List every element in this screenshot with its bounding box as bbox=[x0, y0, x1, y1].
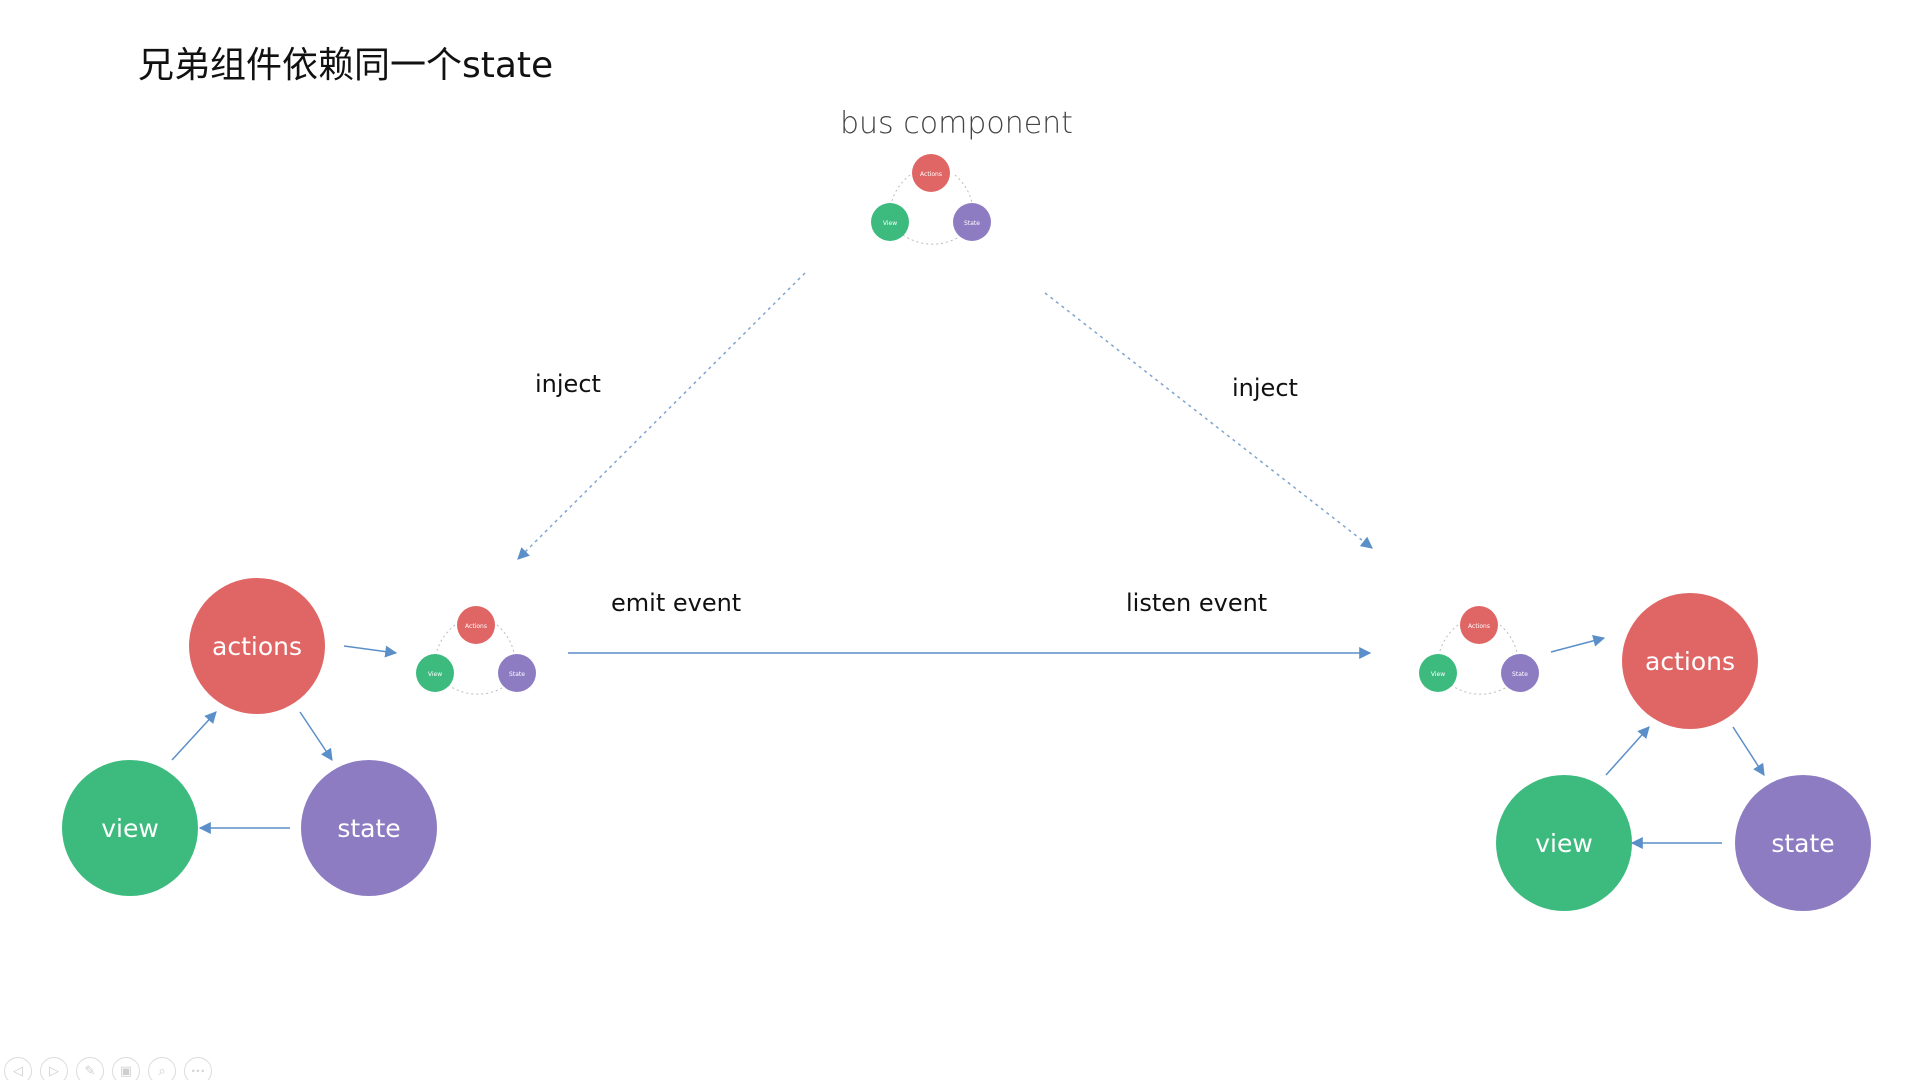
right-mini-arc-left bbox=[1437, 624, 1459, 661]
left-mini-actions-circle bbox=[457, 606, 495, 644]
right-mini-state-label: State bbox=[1512, 671, 1528, 678]
left-mini-state-label: State bbox=[509, 671, 525, 678]
left-state-label: state bbox=[337, 814, 400, 843]
left-state-circle bbox=[301, 760, 437, 896]
inject-left-arrow bbox=[517, 272, 806, 560]
right-view-circle bbox=[1496, 775, 1632, 911]
inject-right-label: inject bbox=[1232, 374, 1298, 402]
bus-actions-circle bbox=[912, 154, 950, 192]
left-actions-label: actions bbox=[212, 632, 302, 661]
listen-event-label: listen event bbox=[1126, 589, 1268, 617]
left-actions-node: actions bbox=[189, 578, 325, 714]
bus-arc-bottom bbox=[902, 234, 963, 245]
left-view-to-actions-arrow bbox=[171, 711, 217, 761]
right-mini-view-label: View bbox=[1431, 671, 1445, 678]
right-actions-to-state-arrow bbox=[1732, 726, 1765, 777]
right-actions-label: actions bbox=[1645, 647, 1735, 676]
bus-state-circle bbox=[953, 203, 991, 241]
right-view-to-actions-arrow bbox=[1605, 726, 1650, 776]
left-view-node: view bbox=[62, 760, 198, 896]
right-state-circle bbox=[1735, 775, 1871, 911]
inject-right-arrow bbox=[1044, 292, 1373, 549]
left-mini-state-circle bbox=[498, 654, 536, 692]
right-mini-actions-circle bbox=[1460, 606, 1498, 644]
zoom-icon[interactable]: ⌕ bbox=[148, 1057, 176, 1080]
slideshow-toolbar: ◁ ▷ ✎ ▣ ⌕ ••• bbox=[4, 1057, 212, 1080]
bus-state-label: State bbox=[964, 220, 980, 227]
more-icon[interactable]: ••• bbox=[184, 1057, 212, 1080]
left-mini-view-circle bbox=[416, 654, 454, 692]
bus-component-title: bus component bbox=[840, 106, 1073, 141]
bus-view-circle bbox=[871, 203, 909, 241]
inject-left-label: inject bbox=[535, 370, 601, 398]
bus-arc-right bbox=[954, 174, 974, 209]
right-mini-view-circle bbox=[1419, 654, 1457, 692]
left-actions-to-state-arrow bbox=[299, 711, 333, 761]
right-view-label: view bbox=[1535, 829, 1593, 858]
right-mini-arc-bottom bbox=[1450, 684, 1511, 695]
right-mini-arc-right bbox=[1499, 624, 1519, 659]
right-mini-to-actions-arrow bbox=[1550, 634, 1606, 653]
left-mini-arc-bottom bbox=[447, 684, 508, 695]
left-mini-arc-right bbox=[496, 624, 516, 659]
left-mini-actions-label: Actions bbox=[465, 623, 487, 630]
left-view-label: view bbox=[101, 814, 159, 843]
right-state-label: state bbox=[1771, 829, 1834, 858]
right-mini-actions-label: Actions bbox=[1468, 623, 1490, 630]
left-actions-to-mini-arrow bbox=[343, 645, 398, 658]
left-actions-circle bbox=[189, 578, 325, 714]
left-state-node: state bbox=[301, 760, 437, 896]
next-icon[interactable]: ▷ bbox=[40, 1057, 68, 1080]
right-mini-state-circle bbox=[1501, 654, 1539, 692]
left-mini-view-label: View bbox=[428, 671, 442, 678]
bus-mini-cycle: Actions View State bbox=[871, 154, 991, 245]
bus-arc-left bbox=[889, 174, 911, 211]
right-actions-node: actions bbox=[1622, 593, 1758, 729]
right-state-node: state bbox=[1735, 775, 1871, 911]
right-view-node: view bbox=[1496, 775, 1632, 911]
bus-actions-label: Actions bbox=[920, 171, 942, 178]
pen-icon[interactable]: ✎ bbox=[76, 1057, 104, 1080]
slide-title: 兄弟组件依赖同一个state bbox=[138, 45, 554, 86]
bus-view-label: View bbox=[883, 220, 897, 227]
left-view-circle bbox=[62, 760, 198, 896]
left-mini-cycle: Actions View State bbox=[416, 606, 536, 695]
emit-event-label: emit event bbox=[611, 589, 742, 617]
right-actions-circle bbox=[1622, 593, 1758, 729]
right-mini-cycle: Actions View State bbox=[1419, 606, 1539, 695]
slides-icon[interactable]: ▣ bbox=[112, 1057, 140, 1080]
prev-icon[interactable]: ◁ bbox=[4, 1057, 32, 1080]
left-mini-arc-left bbox=[434, 624, 456, 661]
